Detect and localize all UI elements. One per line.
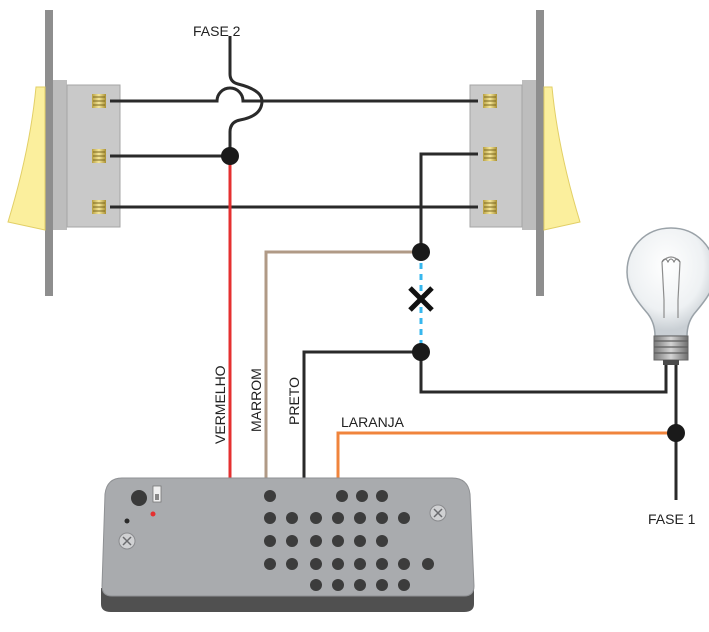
screw-terminal-icon [92, 149, 106, 163]
vent-hole [376, 558, 388, 570]
vent-hole [336, 490, 348, 502]
module-vent-holes [264, 490, 434, 591]
vent-hole [422, 558, 434, 570]
right-screw-terminals [483, 94, 497, 214]
smart-switch-module [101, 477, 475, 612]
fase2-label: FASE 2 [193, 23, 241, 39]
vent-hole [354, 579, 366, 591]
vent-hole [286, 535, 298, 547]
vent-hole [356, 490, 368, 502]
vent-hole [332, 535, 344, 547]
light-bulb-icon [626, 227, 709, 365]
fase1-label: FASE 1 [648, 511, 696, 527]
module-screw-left [118, 532, 136, 550]
vent-hole [286, 512, 298, 524]
vent-hole [354, 558, 366, 570]
screw-terminal-icon [483, 200, 497, 214]
vent-hole [398, 512, 410, 524]
module-screw-right [429, 504, 447, 522]
junction-laranja [667, 424, 685, 442]
left-switch-body [53, 80, 67, 230]
vent-hole [264, 535, 276, 547]
right-switch-body [522, 80, 536, 230]
junction-marrom [412, 243, 430, 261]
vent-hole [376, 512, 388, 524]
vent-hole [310, 535, 322, 547]
laranja-label: LARANJA [341, 414, 405, 430]
laranja-wire [336, 431, 676, 480]
screw-terminal-icon [92, 94, 106, 108]
vermelho-label: VERMELHO [212, 365, 228, 444]
left-switch-rocker [7, 86, 46, 231]
screw-terminal-icon [483, 147, 497, 161]
screw-terminal-icon [92, 200, 106, 214]
vent-hole [310, 512, 322, 524]
vent-hole [310, 558, 322, 570]
vent-hole [354, 535, 366, 547]
vent-hole [376, 579, 388, 591]
right-three-way-switch [469, 10, 581, 296]
vent-hole [398, 579, 410, 591]
traveller-wire-top [110, 86, 478, 103]
left-switch-plate [45, 10, 53, 296]
x-mark-icon [408, 286, 434, 312]
junction-fase2 [221, 147, 239, 165]
vent-hole [332, 579, 344, 591]
vent-hole [264, 512, 276, 524]
module-status-led [150, 511, 156, 517]
vent-hole [264, 558, 276, 570]
marrom-label: MARROM [248, 368, 264, 432]
right-switch-rocker [543, 86, 581, 231]
right-common-wire [419, 152, 478, 252]
fase2-feed-wire [228, 36, 264, 156]
vent-hole [398, 558, 410, 570]
screw-terminal-icon [483, 94, 497, 108]
module-reset-hole [124, 518, 130, 524]
vent-hole [376, 490, 388, 502]
vent-hole [332, 558, 344, 570]
lamp-return-wire [419, 352, 668, 394]
right-switch-plate [536, 10, 544, 296]
junction-preto [412, 343, 430, 361]
vent-hole [376, 535, 388, 547]
preto-wire [302, 350, 421, 480]
module-button [131, 490, 147, 506]
marrom-wire [264, 250, 421, 480]
vent-hole [310, 579, 322, 591]
vent-hole [264, 490, 276, 502]
vent-hole [286, 558, 298, 570]
preto-label: PRETO [286, 377, 302, 425]
vent-hole [332, 512, 344, 524]
vent-hole [354, 512, 366, 524]
left-screw-terminals [92, 94, 106, 214]
